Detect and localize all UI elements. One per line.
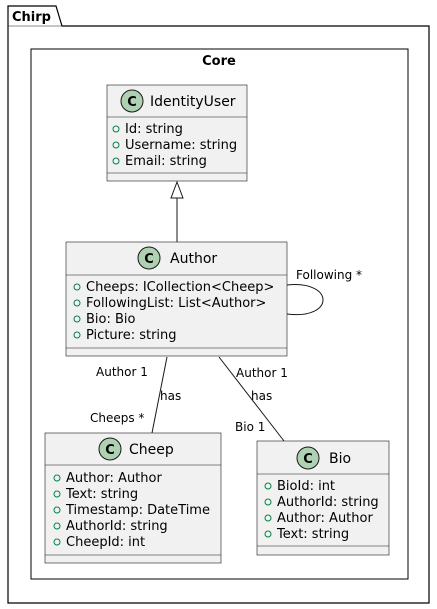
class-cheep-attribute: Author: Author	[66, 471, 162, 486]
class-bio-attribute: AuthorId: string	[277, 495, 379, 510]
class-icon-letter: C	[144, 252, 154, 267]
public-visibility-icon	[264, 482, 272, 490]
relations: Following * Author 1 has Cheeps * Author…	[90, 180, 362, 442]
public-visibility-icon	[53, 522, 61, 530]
public-visibility-icon	[73, 299, 81, 307]
class-icon-letter: C	[105, 443, 115, 458]
class-icon	[120, 89, 144, 113]
class-author-attribute: Picture: string	[86, 328, 177, 343]
class-cheep-attribute: Timestamp: DateTime	[65, 503, 210, 518]
public-visibility-icon	[112, 141, 120, 149]
author-bio-target-label: Bio 1	[235, 420, 265, 434]
author-bio-source-label: Author 1	[236, 366, 288, 380]
author-cheep-relation-label: has	[160, 389, 181, 403]
class-identityuser-attribute: Username: string	[125, 138, 237, 153]
class-author: C Author Cheeps: ICollection<Cheep> Foll…	[65, 241, 288, 357]
public-visibility-icon	[112, 157, 120, 165]
public-visibility-icon	[73, 331, 81, 339]
following-self-association	[286, 284, 324, 316]
class-icon-letter: C	[303, 452, 313, 467]
class-cheep: C Cheep Author: Author Text: string Time…	[44, 432, 222, 564]
public-visibility-icon	[73, 283, 81, 291]
public-visibility-icon	[112, 125, 120, 133]
inheritance-arrowhead	[170, 180, 184, 199]
class-cheep-name: Cheep	[129, 442, 174, 458]
class-cheep-attribute: Text: string	[65, 487, 138, 502]
class-identityuser-attribute: Id: string	[125, 122, 183, 137]
class-identityuser: C IdentityUser Id: string Username: stri…	[106, 84, 248, 182]
class-bio-attribute: BioId: int	[277, 479, 335, 494]
class-bio-box	[256, 440, 390, 556]
package-core-title: Core	[202, 54, 236, 69]
class-bio: C Bio BioId: int AuthorId: string Author…	[256, 440, 390, 556]
class-icon	[296, 446, 320, 470]
class-author-box	[65, 241, 288, 357]
class-cheep-attribute: CheepId: int	[66, 535, 145, 550]
class-author-attribute: Bio: Bio	[86, 312, 136, 327]
public-visibility-icon	[53, 474, 61, 482]
public-visibility-icon	[264, 530, 272, 538]
following-label: Following *	[296, 268, 362, 282]
class-author-attribute: Cheeps: ICollection<Cheep>	[86, 280, 274, 295]
author-bio-association	[218, 356, 285, 442]
class-author-name: Author	[170, 251, 217, 267]
public-visibility-icon	[264, 498, 272, 506]
class-icon	[137, 246, 161, 270]
author-bio-relation-label: has	[251, 389, 272, 403]
class-cheep-attribute: AuthorId: string	[66, 519, 168, 534]
public-visibility-icon	[53, 538, 61, 546]
class-bio-attribute: Author: Author	[277, 511, 373, 526]
class-identityuser-attribute: Email: string	[125, 154, 207, 169]
class-icon	[98, 437, 122, 461]
public-visibility-icon	[264, 514, 272, 522]
author-cheep-target-label: Cheeps *	[90, 411, 144, 425]
class-icon-letter: C	[127, 95, 137, 110]
class-cheep-box	[44, 432, 222, 564]
author-cheep-source-label: Author 1	[96, 365, 148, 379]
class-identityuser-name: IdentityUser	[150, 94, 236, 110]
public-visibility-icon	[53, 490, 61, 498]
author-cheep-association	[151, 356, 168, 434]
package-chirp-title: Chirp	[12, 10, 51, 25]
class-bio-name: Bio	[329, 451, 351, 467]
public-visibility-icon	[53, 506, 61, 514]
public-visibility-icon	[73, 315, 81, 323]
class-bio-attribute: Text: string	[276, 527, 349, 542]
class-author-attribute: FollowingList: List<Author>	[86, 296, 266, 311]
